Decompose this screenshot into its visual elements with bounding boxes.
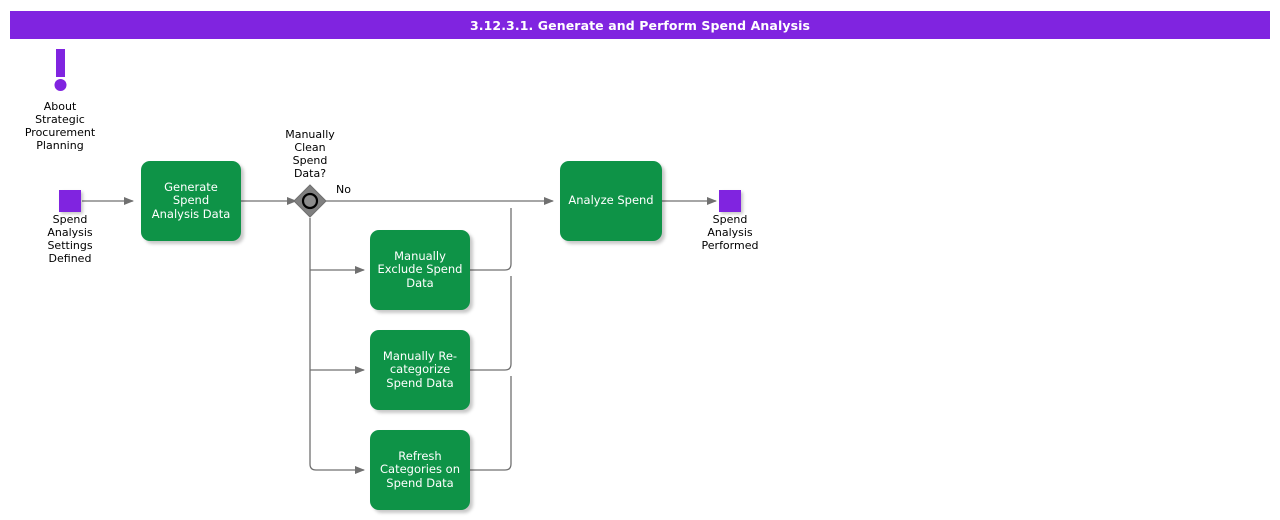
- end-event[interactable]: [719, 190, 741, 212]
- start-event-label: Spend Analysis Settings Defined: [47, 213, 93, 265]
- gateway-label: Manually Clean Spend Data?: [285, 128, 335, 180]
- task-generate-spend-analysis-data[interactable]: Generate Spend Analysis Data: [141, 161, 241, 241]
- flow-recategorize-to-merge: [470, 276, 512, 371]
- flow-label-no: No: [336, 183, 351, 196]
- flow-refresh-to-merge: [470, 376, 512, 471]
- task-manually-exclude-spend-data[interactable]: Manually Exclude Spend Data: [370, 230, 470, 310]
- task-analyze-spend[interactable]: Analyze Spend: [560, 161, 662, 241]
- task-label: Manually Re- categorize Spend Data: [382, 348, 458, 390]
- page-title: 3.12.3.1. Generate and Perform Spend Ana…: [469, 17, 811, 33]
- flow-exclude-to-merge: [470, 208, 512, 271]
- diagram-title-bar: 3.12.3.1. Generate and Perform Spend Ana…: [10, 11, 1270, 39]
- task-label: Generate Spend Analysis Data: [151, 179, 231, 221]
- exclamation-icon: [46, 48, 76, 94]
- flow-gateway-trunk: [309, 218, 365, 474]
- start-event[interactable]: [59, 190, 81, 212]
- task-refresh-categories-on-spend-data[interactable]: Refresh Categories on Spend Data: [370, 430, 470, 510]
- task-label: Refresh Categories on Spend Data: [380, 448, 460, 490]
- task-label: Analyze Spend: [568, 193, 654, 208]
- inclusive-gateway[interactable]: [293, 184, 327, 218]
- end-event-label: Spend Analysis Performed: [701, 213, 759, 252]
- task-label: Manually Exclude Spend Data: [377, 248, 463, 290]
- task-manually-recategorize-spend-data[interactable]: Manually Re- categorize Spend Data: [370, 330, 470, 410]
- annotation-label: About Strategic Procurement Planning: [24, 100, 96, 152]
